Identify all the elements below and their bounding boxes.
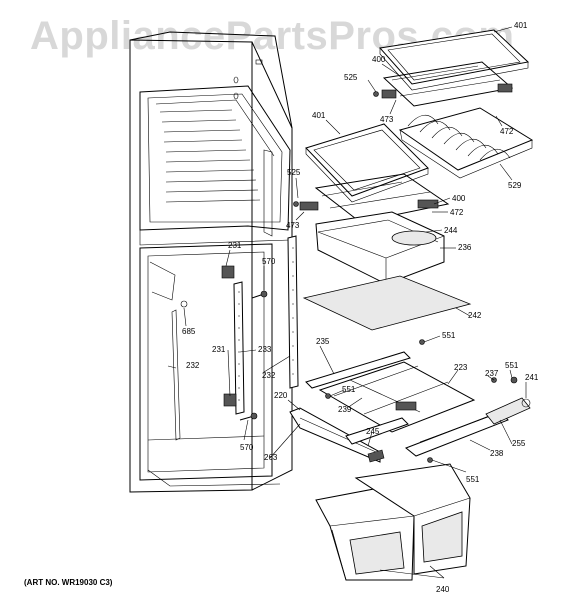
callout-472-top: 472 [500, 127, 514, 136]
pan-drawer[interactable] [315, 211, 445, 285]
callout-685: 685 [182, 327, 196, 336]
callout-551-mid: 551 [342, 385, 356, 394]
callout-551-bottom: 551 [466, 475, 480, 484]
callout-236: 236 [458, 243, 472, 252]
rail-245[interactable] [345, 417, 409, 445]
callout-400-mid: 400 [452, 194, 466, 203]
callout-570-bottom: 570 [240, 443, 254, 452]
callout-231-top: 231 [228, 241, 242, 250]
middle-shelf-frame[interactable] [299, 173, 450, 223]
callout-473-top: 473 [380, 115, 394, 124]
callout-232-left: 232 [186, 361, 200, 370]
screw-570-bottom[interactable] [239, 412, 258, 421]
callout-245: 245 [366, 427, 380, 436]
callout-244: 244 [444, 226, 458, 235]
crisper-pan-left[interactable] [315, 483, 415, 581]
screw-570-top[interactable] [251, 290, 268, 299]
callout-473-mid: 473 [286, 221, 300, 230]
slide-assembly-238[interactable] [405, 411, 509, 457]
callout-232-right: 232 [262, 371, 276, 380]
callout-241: 241 [525, 373, 539, 382]
top-shelf-frame[interactable] [381, 61, 514, 107]
callout-220: 220 [274, 391, 288, 400]
callout-240: 240 [436, 585, 450, 594]
callout-551-right: 551 [505, 361, 519, 370]
callout-233: 233 [258, 345, 272, 354]
callout-239: 239 [338, 405, 352, 414]
roller-255[interactable] [485, 397, 531, 425]
art-number: (ART NO. WR19030 C3) [24, 578, 113, 587]
leader-lines [167, 26, 527, 579]
callout-223: 223 [454, 363, 468, 372]
callout-242: 242 [468, 311, 482, 320]
callout-551-top: 551 [442, 331, 456, 340]
callout-231-bottom: 231 [212, 345, 226, 354]
shelf-cover-glass[interactable] [302, 275, 472, 331]
callout-401-top: 401 [514, 21, 528, 30]
callout-263: 263 [264, 453, 278, 462]
left-rail[interactable] [171, 300, 188, 441]
callout-472-mid: 472 [450, 208, 464, 217]
cover-rail-235[interactable] [305, 351, 411, 389]
screws [293, 91, 518, 463]
slide-frame[interactable] [318, 361, 476, 433]
callout-238: 238 [490, 449, 504, 458]
middle-shelf-glass[interactable] [305, 123, 429, 203]
callout-525-top: 525 [344, 73, 358, 82]
callout-237: 237 [485, 369, 499, 378]
callout-401-mid: 401 [312, 111, 326, 120]
callout-525-mid: 525 [287, 168, 301, 177]
top-shelf-glass[interactable] [379, 29, 530, 91]
callout-255: 255 [512, 439, 526, 448]
pan-front-220[interactable] [289, 407, 385, 463]
callout-570-top: 570 [262, 257, 276, 266]
shelf-ladder-left[interactable] [221, 265, 245, 415]
callouts: 401 400 525 473 472 529 401 525 400 472 … [182, 21, 539, 594]
callout-400-top: 400 [372, 55, 386, 64]
callout-529: 529 [508, 181, 522, 190]
callout-235: 235 [316, 337, 330, 346]
shelf-ladder-right[interactable] [287, 235, 299, 389]
crisper-rack[interactable] [398, 107, 534, 179]
crisper-pan-right[interactable] [354, 463, 471, 575]
